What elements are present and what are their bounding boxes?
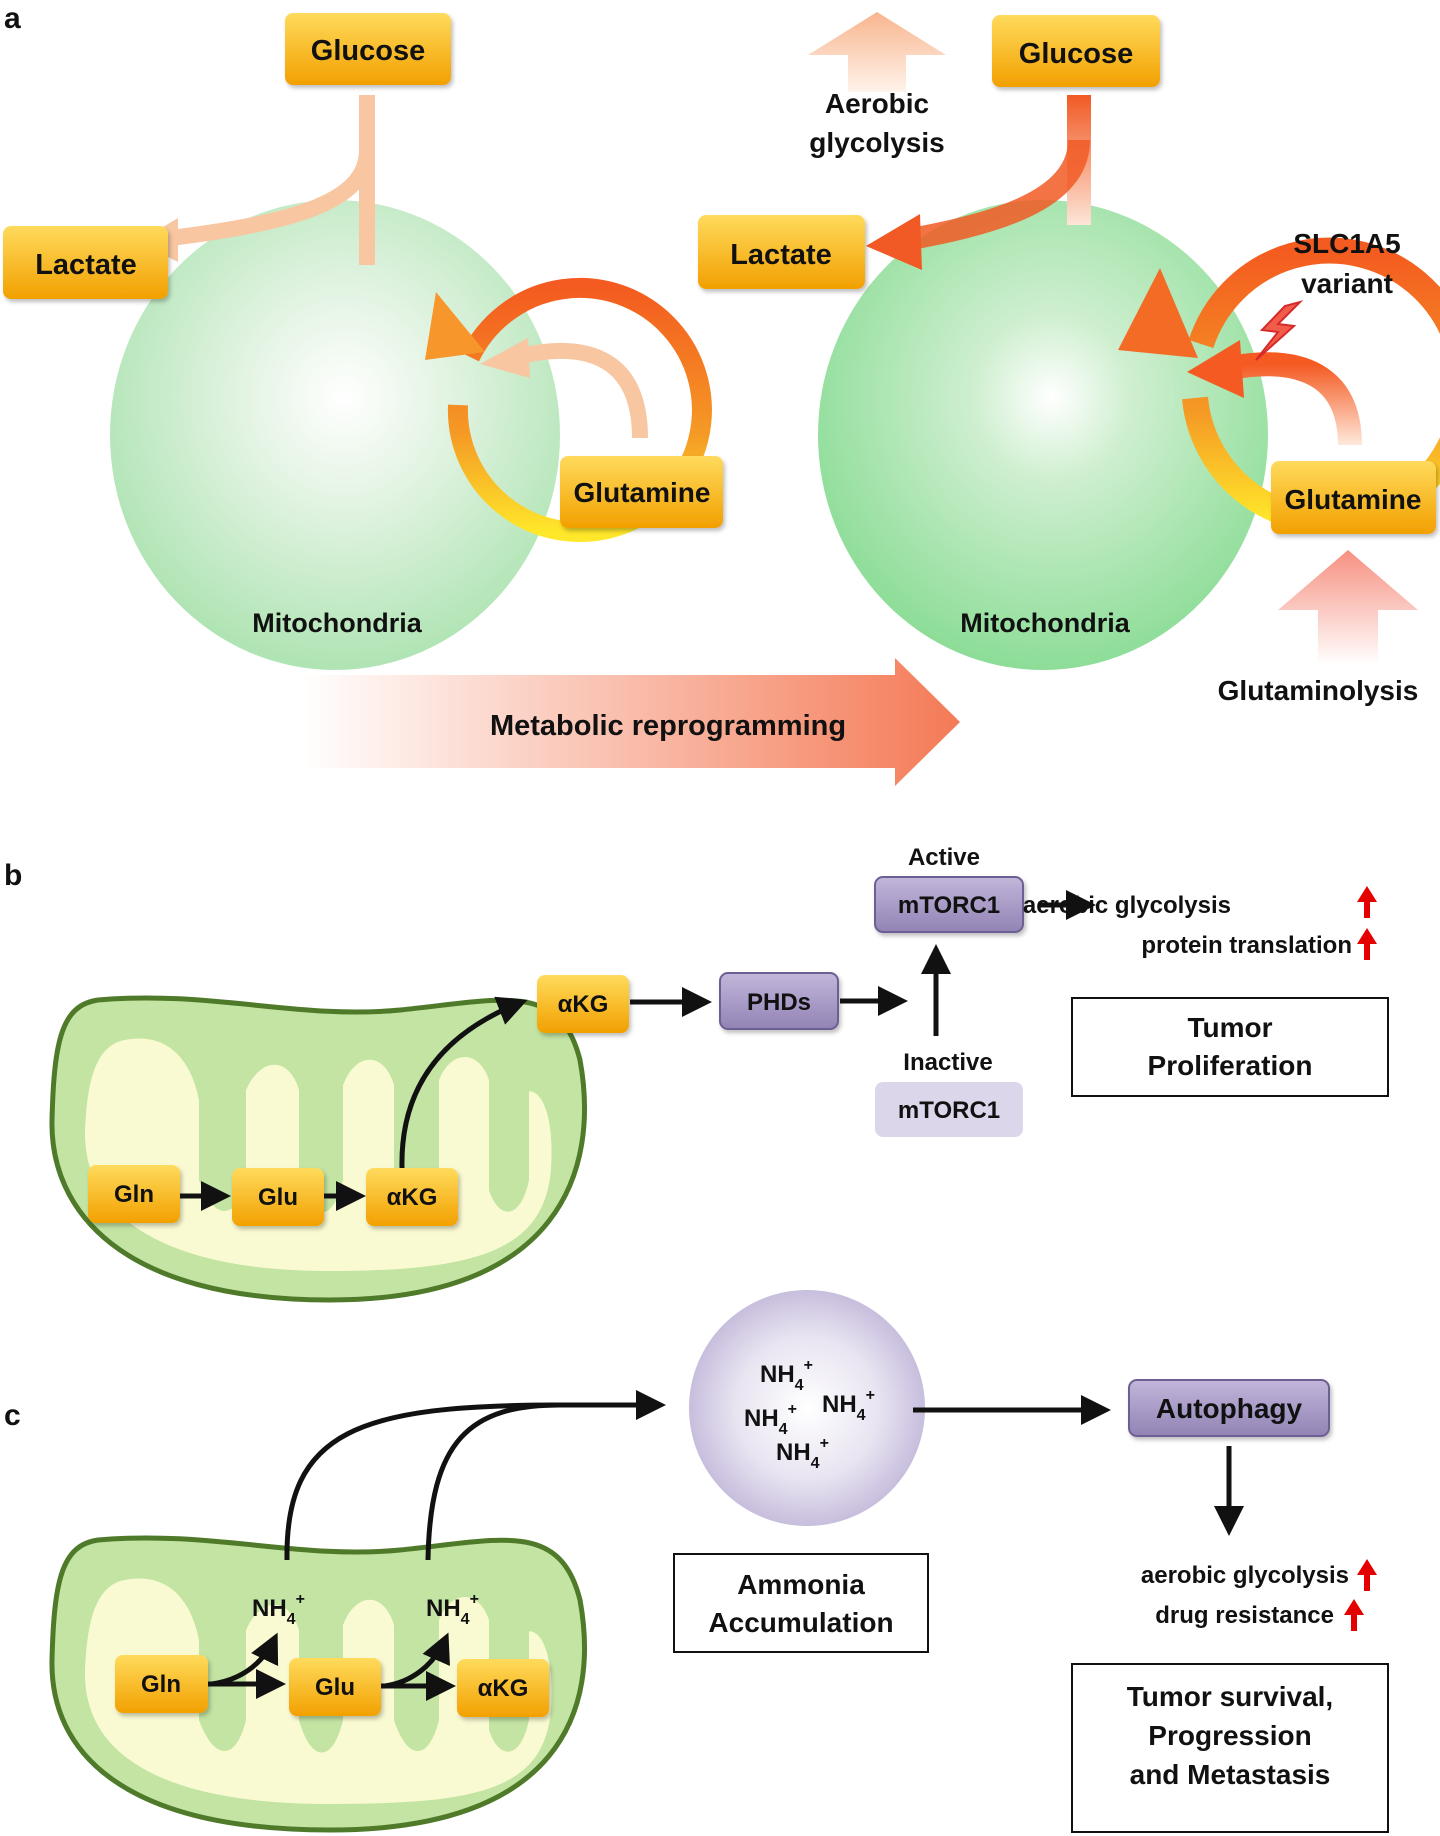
arrow-nh4-release-1 — [211, 1632, 279, 1687]
tumor-survival-line1: Tumor survival, — [1127, 1681, 1333, 1712]
nh4-pool-4: NH4+ — [776, 1435, 829, 1472]
nh4-export-path-2 — [425, 1402, 561, 1561]
glutamine-label-right: Glutamine — [1285, 484, 1422, 515]
glutamine-arrowhead-left — [480, 338, 530, 378]
lactate-arrowhead-right — [866, 214, 922, 270]
glutamine-box-left — [560, 456, 723, 528]
phds-label-b: PHDs — [747, 989, 811, 1016]
effect1-label-b: aerobic glycolysis — [1023, 892, 1231, 919]
tumor-survival-line2: Progression — [1148, 1720, 1311, 1751]
mitochondria-cell-left — [110, 200, 560, 670]
mtorc1-inactive-box-b — [875, 1082, 1023, 1137]
up-arrow-icon-b2 — [1357, 928, 1377, 960]
glucose-box-right — [992, 15, 1160, 87]
aerobic-glycolysis-up-arrow — [808, 12, 946, 92]
tca-cycle-right — [1182, 237, 1440, 534]
effect2-label-b: protein translation — [1141, 932, 1352, 959]
lactate-label-left: Lactate — [35, 249, 137, 281]
ammonia-pool-circle — [689, 1290, 925, 1526]
autophagy-box — [1128, 1379, 1330, 1437]
akg-label-c: αKG — [478, 1675, 529, 1702]
akg-outer-label-b: αKG — [558, 991, 609, 1018]
ammonia-accumulation-box — [673, 1553, 929, 1653]
lactate-box-right — [698, 215, 865, 289]
arrow-akg-export-b — [399, 996, 528, 1169]
mitochondrion-b — [49, 995, 588, 1303]
autophagy-label: Autophagy — [1156, 1393, 1303, 1424]
tca-cycle-left — [447, 277, 712, 542]
glutaminolysis-label: Glutaminolysis — [1218, 675, 1419, 706]
ammonia-accumulation-line1: Ammonia — [737, 1569, 865, 1600]
akg-outer-box-b — [537, 975, 629, 1033]
up-arrow-icon-c2 — [1344, 1599, 1364, 1631]
glu-label-b: Glu — [258, 1184, 298, 1211]
up-arrow-icon-b1 — [1357, 886, 1377, 918]
glu-label-c: Glu — [315, 1674, 355, 1701]
tumor-proliferation-line1: Tumor — [1187, 1012, 1272, 1043]
glucose-box-left — [285, 13, 451, 85]
metabolic-reprogramming-label: Metabolic reprogramming — [490, 710, 846, 742]
gln-box-b — [88, 1165, 180, 1223]
akg-inner-box-b — [366, 1168, 458, 1226]
slc1a5-label-line2: variant — [1301, 268, 1393, 299]
glutamine-label-left: Glutamine — [574, 477, 711, 508]
akg-box-c — [457, 1659, 549, 1717]
glutamine-box-right — [1271, 461, 1436, 534]
ammonia-accumulation-line2: Accumulation — [708, 1607, 893, 1638]
glutaminolysis-up-arrow — [1278, 550, 1418, 665]
glu-box-b — [232, 1168, 324, 1226]
effect2-label-c: drug resistance — [1155, 1602, 1334, 1629]
nh4-label-c2: NH4+ — [426, 1591, 479, 1628]
aerobic-label-line2: glycolysis — [809, 127, 944, 158]
glutamine-arrow-right — [1227, 352, 1362, 446]
metabolic-reprogramming-arrow — [300, 658, 960, 786]
mtorc1-inactive-label-b: mTORC1 — [898, 1097, 1000, 1124]
glutamine-arrow-left — [518, 342, 648, 439]
mitochondrion-inner-c — [82, 1576, 554, 1807]
panel-letter-a: a — [4, 2, 21, 35]
glutamine-arrowhead-right — [1187, 340, 1244, 398]
gln-box-c — [115, 1655, 208, 1713]
glu-box-c — [289, 1658, 381, 1716]
arrow-nh4-release-2 — [384, 1632, 450, 1689]
nh4-pool-3: NH4+ — [744, 1401, 797, 1438]
panel-letter-b: b — [4, 859, 22, 892]
gln-label-b: Gln — [114, 1181, 154, 1208]
gln-label-c: Gln — [141, 1671, 181, 1698]
up-arrow-icon-c1 — [1357, 1559, 1377, 1591]
mitochondria-label-left: Mitochondria — [252, 608, 422, 638]
nh4-pool-1: NH4+ — [760, 1357, 813, 1394]
effect1-label-c: aerobic glycolysis — [1141, 1562, 1349, 1589]
mtorc1-active-label-b: mTORC1 — [898, 892, 1000, 919]
tca-arrowhead-right — [1118, 268, 1198, 358]
inactive-label-b: Inactive — [903, 1049, 992, 1076]
mitochondria-label-right: Mitochondria — [960, 608, 1130, 638]
glucose-label-left: Glucose — [311, 35, 425, 67]
tumor-survival-line3: and Metastasis — [1130, 1759, 1331, 1790]
phds-box-b — [719, 972, 839, 1030]
panel-a-right: Mitochondria Aerobic glycolysis SLC1A5 v… — [808, 12, 1440, 706]
nh4-pool-2: NH4+ — [822, 1387, 875, 1424]
nh4-label-c1: NH4+ — [252, 1591, 305, 1628]
lightning-icon — [1255, 300, 1304, 361]
active-label-b: Active — [908, 844, 980, 871]
tca-arrowhead-left — [425, 292, 485, 360]
lactate-branch-left — [169, 149, 375, 246]
tumor-survival-box — [1071, 1663, 1389, 1833]
slc1a5-label-line1: SLC1A5 — [1293, 228, 1400, 259]
lactate-label-right: Lactate — [730, 239, 832, 271]
lactate-box-left — [3, 226, 168, 299]
tumor-proliferation-line2: Proliferation — [1148, 1050, 1313, 1081]
tumor-proliferation-box — [1071, 997, 1389, 1097]
aerobic-label-line1: Aerobic — [825, 88, 929, 119]
glucose-label-right: Glucose — [1019, 38, 1133, 70]
panel-letter-c: c — [4, 1399, 21, 1432]
panel-a-left: Mitochondria — [110, 95, 712, 670]
nh4-export-path-1 — [284, 1402, 561, 1561]
mtorc1-active-box-b — [874, 876, 1024, 933]
akg-inner-label-b: αKG — [387, 1184, 438, 1211]
lactate-branch-right — [903, 139, 1090, 251]
